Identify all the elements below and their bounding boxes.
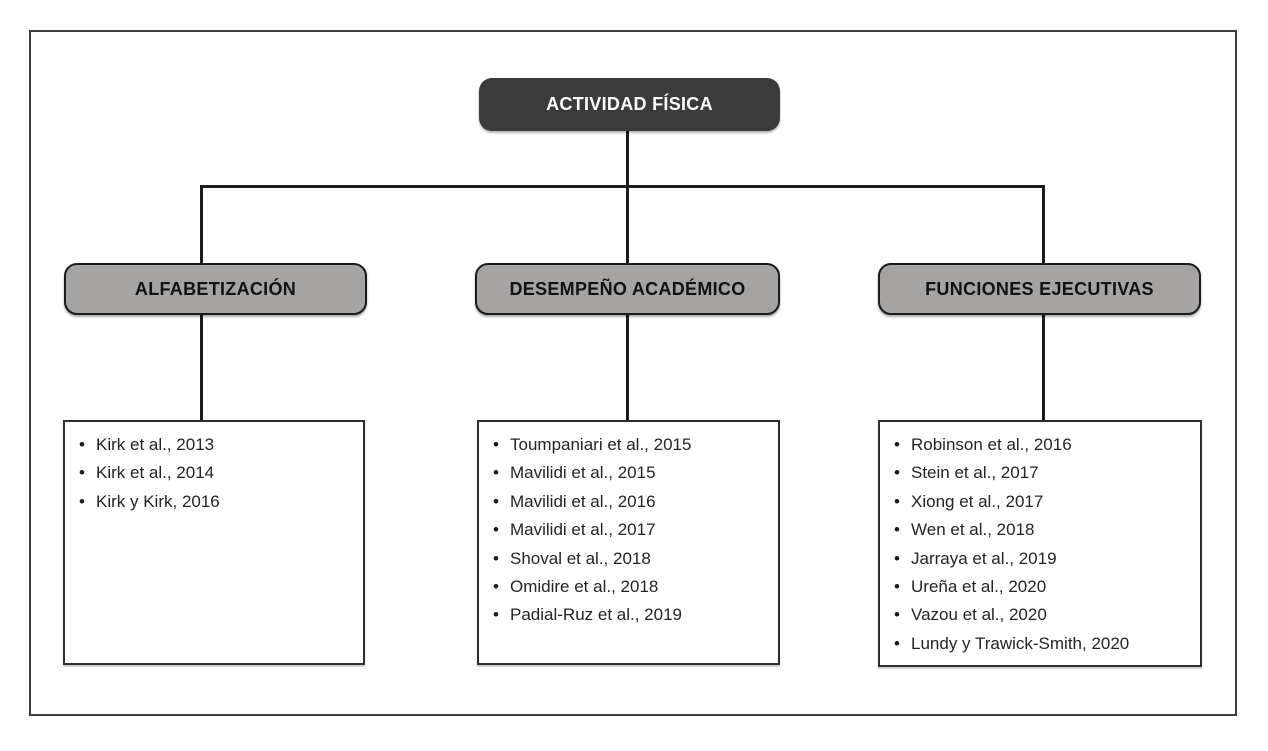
- branch-node-label: FUNCIONES EJECUTIVAS: [925, 278, 1154, 299]
- reference-text: Kirk et al., 2014: [96, 463, 215, 483]
- list-item: • Toumpaniari et al., 2015: [493, 431, 772, 459]
- bullet-icon: •: [493, 605, 499, 625]
- reference-text: Wen et al., 2018: [911, 520, 1035, 540]
- bullet-icon: •: [894, 520, 900, 540]
- branch-node-label: ALFABETIZACIÓN: [134, 278, 297, 299]
- root-node-label: ACTIVIDAD FÍSICA: [546, 94, 713, 114]
- root-node-actividad-fisica: ACTIVIDAD FÍSICA: [479, 78, 780, 131]
- bullet-icon: •: [894, 463, 900, 483]
- list-item: • Xiong et al., 2017: [894, 488, 1194, 516]
- list-item: • Kirk et al., 2014: [79, 459, 357, 487]
- bullet-icon: •: [79, 435, 85, 454]
- branch-node-desempeno-academico: DESEMPEÑO ACADÉMICO: [475, 263, 780, 315]
- reference-text: Vazou et al., 2020: [911, 605, 1047, 625]
- reference-text: Mavilidi et al., 2015: [510, 463, 656, 483]
- list-item: • Jarraya et al., 2019: [894, 545, 1194, 573]
- connector-root-stem: [626, 131, 629, 186]
- connector-right-drop-top: [1042, 186, 1045, 263]
- connector-center-drop-bottom: [626, 315, 629, 420]
- reference-text: Shoval et al., 2018: [510, 548, 651, 568]
- reference-text: Omidire et al., 2018: [510, 577, 659, 597]
- list-item: • Stein et al., 2017: [894, 459, 1194, 487]
- branch-node-alfabetizacion: ALFABETIZACIÓN: [64, 263, 367, 315]
- bullet-icon: •: [894, 633, 900, 653]
- list-item: • Mavilidi et al., 2015: [493, 459, 772, 487]
- reference-text: Mavilidi et al., 2017: [510, 520, 656, 540]
- list-item: • Kirk et al., 2013: [79, 431, 357, 459]
- bullet-icon: •: [493, 577, 499, 597]
- reference-text: Robinson et al., 2016: [911, 435, 1072, 454]
- bullet-icon: •: [493, 548, 499, 568]
- bullet-icon: •: [493, 491, 499, 511]
- reference-text: Kirk et al., 2013: [96, 435, 215, 454]
- list-item: • Omidire et al., 2018: [493, 573, 772, 601]
- reference-text: Ureña et al., 2020: [911, 577, 1047, 597]
- bullet-icon: •: [79, 463, 85, 483]
- connector-left-drop-bottom: [200, 315, 203, 420]
- bullet-icon: •: [894, 491, 900, 511]
- list-item: • Vazou et al., 2020: [894, 601, 1194, 629]
- list-item: • Mavilidi et al., 2017: [493, 516, 772, 544]
- connector-right-drop-bottom: [1042, 315, 1045, 420]
- reference-text: Mavilidi et al., 2016: [510, 491, 656, 511]
- connector-horizontal-bar: [200, 185, 1045, 188]
- list-item: • Ureña et al., 2020: [894, 573, 1194, 601]
- list-item: • Shoval et al., 2018: [493, 545, 772, 573]
- bullet-icon: •: [894, 605, 900, 625]
- bullet-icon: •: [79, 491, 85, 511]
- list-item: • Mavilidi et al., 2016: [493, 488, 772, 516]
- connector-left-drop-top: [200, 186, 203, 263]
- bullet-icon: •: [493, 520, 499, 540]
- branch-node-funciones-ejecutivas: FUNCIONES EJECUTIVAS: [878, 263, 1201, 315]
- reference-text: Stein et al., 2017: [911, 463, 1039, 483]
- bullet-icon: •: [894, 548, 900, 568]
- bullet-icon: •: [493, 435, 499, 454]
- reference-text: Xiong et al., 2017: [911, 491, 1044, 511]
- reference-text: Toumpaniari et al., 2015: [510, 435, 692, 454]
- branch-node-label: DESEMPEÑO ACADÉMICO: [509, 278, 746, 299]
- reference-list-funciones-ejecutivas: • Robinson et al., 2016 • Stein et al., …: [878, 420, 1202, 667]
- connector-center-drop-top: [626, 186, 629, 263]
- bullet-icon: •: [493, 463, 499, 483]
- reference-text: Padial-Ruz et al., 2019: [510, 605, 682, 625]
- list-item: • Robinson et al., 2016: [894, 431, 1194, 459]
- reference-text: Jarraya et al., 2019: [911, 548, 1057, 568]
- list-item: • Kirk y Kirk, 2016: [79, 488, 357, 516]
- list-item: • Lundy y Trawick-Smith, 2020: [894, 630, 1194, 658]
- reference-text: Kirk y Kirk, 2016: [96, 491, 220, 511]
- reference-list-desempeno-academico: • Toumpaniari et al., 2015 • Mavilidi et…: [477, 420, 780, 665]
- reference-list-alfabetizacion: • Kirk et al., 2013 • Kirk et al., 2014 …: [63, 420, 365, 665]
- reference-text: Lundy y Trawick-Smith, 2020: [911, 633, 1130, 653]
- list-item: • Padial-Ruz et al., 2019: [493, 601, 772, 629]
- bullet-icon: •: [894, 577, 900, 597]
- bullet-icon: •: [894, 435, 900, 454]
- list-item: • Wen et al., 2018: [894, 516, 1194, 544]
